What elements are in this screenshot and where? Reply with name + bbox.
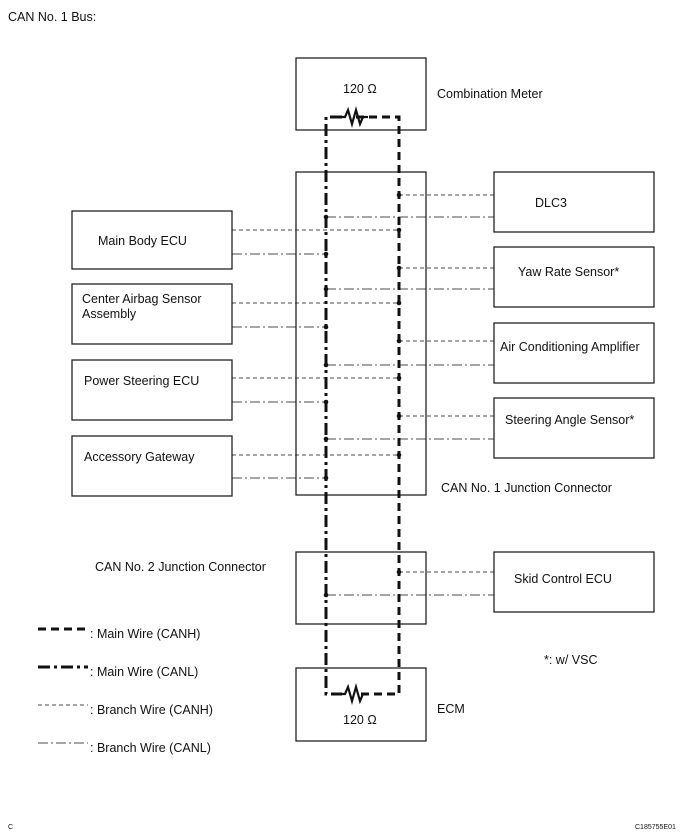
air-conditioning-label: Air Conditioning Amplifier [500,340,640,354]
can2-junction-box [295,551,427,625]
ecm-label: ECM [437,702,465,716]
can1-junction-box [295,171,427,496]
skid-control-ecu-box [493,551,655,613]
air-conditioning-box [493,322,655,384]
can1-junction-label: CAN No. 1 Junction Connector [441,481,612,495]
accessory-gateway-label: Accessory Gateway [84,450,195,464]
main-wire-canl [324,115,342,696]
diagram-title: CAN No. 1 Bus: [8,10,97,24]
resistor-bottom-icon [340,682,368,706]
steering-angle-sensor-label: Steering Angle Sensor* [505,413,635,427]
legend-branch-canl-label: : Branch Wire (CANL) [90,741,211,755]
combination-meter-label: Combination Meter [437,87,543,101]
junction-dots [323,192,402,598]
ecm-box [295,667,427,742]
legend-main-canl-label: : Main Wire (CANL) [90,665,199,679]
can2-junction-label: CAN No. 2 Junction Connector [95,560,266,574]
legend-branch-canh-label: : Branch Wire (CANH) [90,703,213,717]
main-body-ecu-label: Main Body ECU [98,234,187,248]
resistor-bottom-label: 120 Ω [343,713,377,727]
main-wire-canh [356,115,401,696]
corner-left-label: C [8,824,14,831]
yaw-rate-sensor-box [493,246,655,308]
yaw-rate-sensor-label: Yaw Rate Sensor* [518,265,620,279]
branch-wires-canl [232,216,494,596]
steering-angle-sensor-box [493,397,655,459]
resistor-top-label: 120 Ω [343,82,377,96]
power-steering-ecu-label: Power Steering ECU [84,374,200,388]
accessory-gateway-box [71,435,233,497]
power-steering-ecu-box [71,359,233,421]
dlc3-box [493,171,655,233]
airbag-sensor-label: Center Airbag Sensor Assembly [82,292,202,321]
dlc3-label: DLC3 [535,196,567,210]
legend-main-canh-label: : Main Wire (CANH) [90,627,201,641]
combination-meter-box [295,57,427,131]
corner-right-label: C185755E01 [635,824,676,831]
main-body-ecu-box [71,210,233,270]
airbag-sensor-box [71,283,233,345]
resistor-top-icon [340,105,368,129]
vsc-note: *: w/ VSC [544,653,598,667]
branch-wires-canh [232,194,494,573]
skid-control-ecu-label: Skid Control ECU [514,572,612,586]
